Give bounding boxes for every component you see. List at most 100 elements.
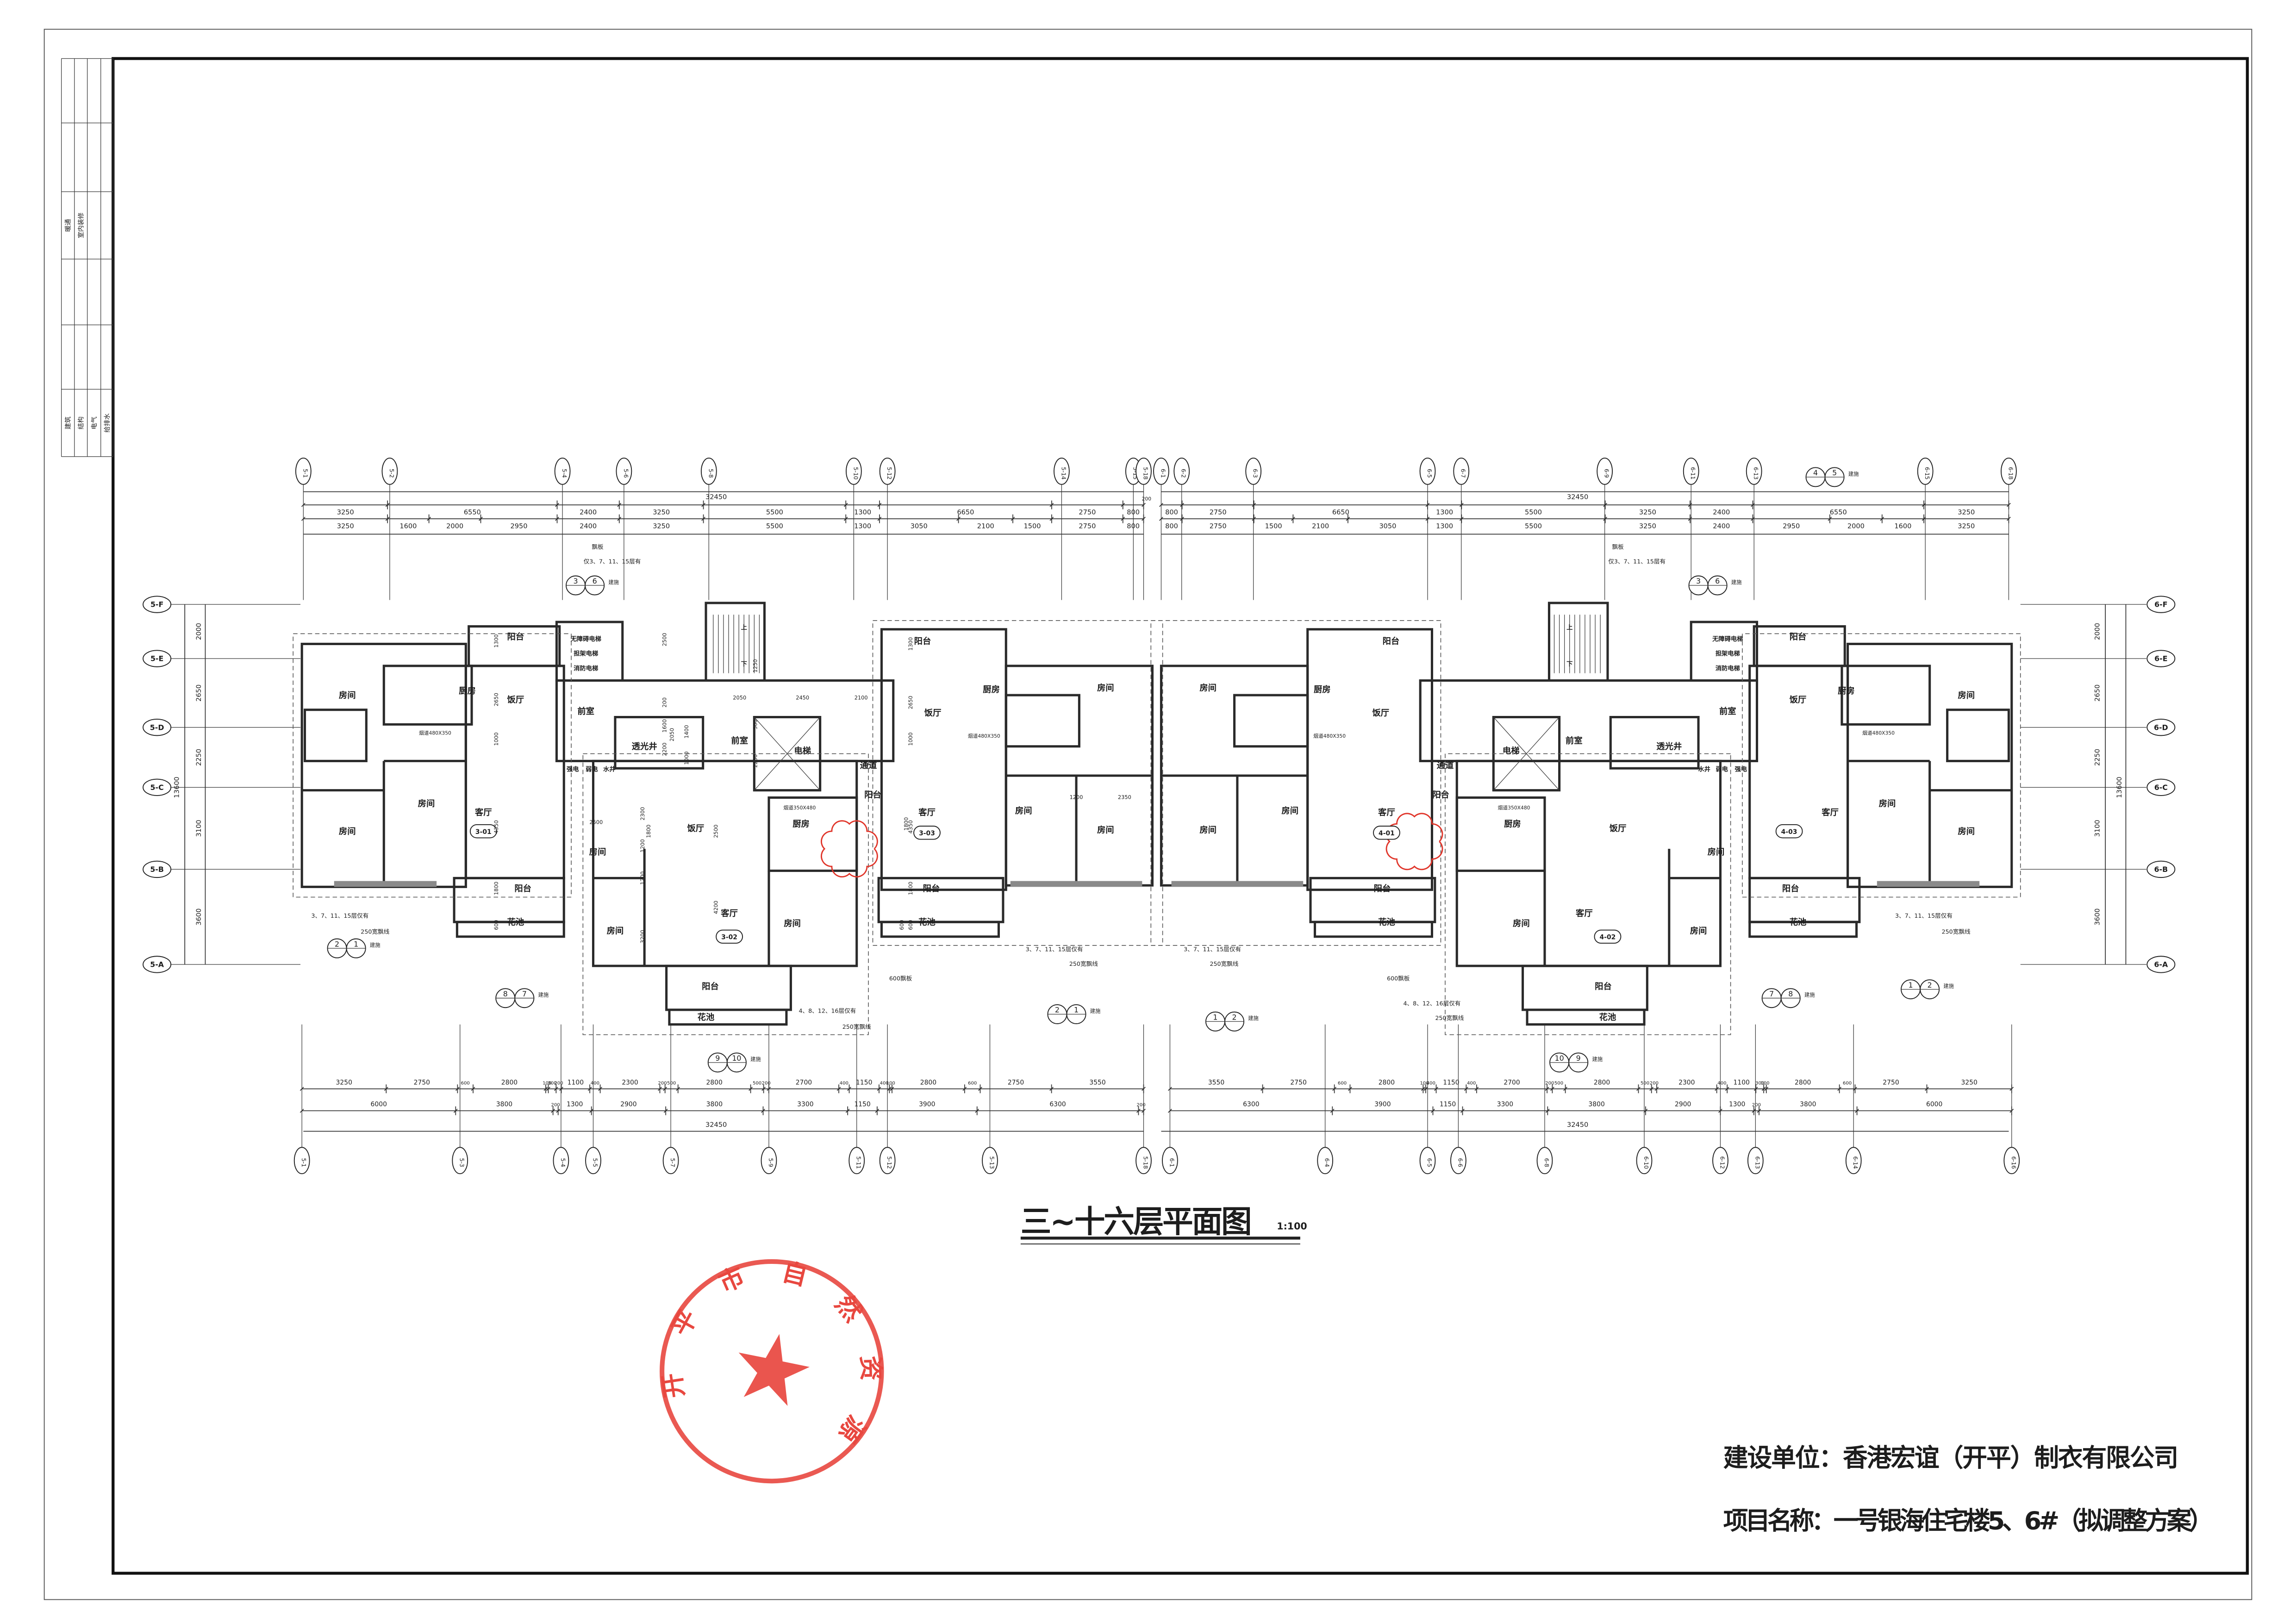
axis-label: 6-11 [1690, 467, 1696, 479]
axis-bubble [2146, 956, 2176, 973]
dimension-value: 3250 [337, 523, 354, 530]
dimension-value: 800 [1127, 509, 1140, 516]
axis-bubble [1453, 457, 1470, 485]
unit-3-02-wall [1455, 759, 1722, 967]
dimension-value: 2750 [414, 1079, 430, 1086]
unit-number: 3-02 [721, 934, 737, 941]
elevator-cross [754, 717, 821, 791]
dimension-value: 3250 [1639, 509, 1656, 516]
axis-bubble [1245, 457, 1262, 485]
dimension-value: 3100 [2094, 820, 2102, 837]
room-dimension: 500 [752, 719, 759, 729]
callout-reference: 建施 [608, 579, 619, 585]
dimension-value: 6300 [1243, 1101, 1259, 1108]
axis-label: 6-8 [1543, 1158, 1550, 1167]
axis-bubble [1536, 1147, 1553, 1175]
kitchen-wall [1233, 694, 1309, 748]
axis-bubble [1450, 1147, 1466, 1175]
axis-bubble [761, 1147, 777, 1175]
axis-bubble [143, 956, 172, 973]
axis-bubble [1746, 457, 1762, 485]
floor-note: 仅3、7、11、15层有 [584, 558, 641, 565]
discipline-sign-table: 建筑结构电气给排水暖通室内装修 [61, 58, 113, 457]
axis-bubble [2146, 719, 2176, 736]
floor-note: 3、7、11、15层仅有 [311, 912, 368, 919]
drawing-title: 三~十六层平面图 1:100 [1021, 1204, 1307, 1244]
room-dimension: 600 [907, 920, 914, 930]
seal-ring [660, 1259, 884, 1484]
room-label: 饭厅 [1609, 823, 1627, 833]
room-label: 前室 [577, 706, 594, 716]
room-label: 水井 [603, 765, 616, 773]
slab-outline [1445, 753, 1731, 1035]
room-label: 厨房 [983, 684, 1000, 695]
room-label: 透光井 [1656, 741, 1682, 752]
flue-label: 烟道480X350 [1862, 730, 1895, 736]
callout-reference: 建施 [1943, 983, 1954, 989]
unit-tag [1594, 929, 1622, 944]
axis-bubble [295, 457, 312, 485]
room-label: 消防电梯 [1716, 664, 1740, 672]
room-dimension: 1400 [683, 725, 690, 739]
total-dimension-value: 32450 [705, 493, 727, 501]
unit-number: 3-01 [475, 828, 492, 836]
balcony-wall [1522, 964, 1648, 1011]
drawing-frame [112, 57, 2249, 1575]
room-label: 阳台 [514, 883, 531, 894]
room-label: 花池 [1599, 1012, 1616, 1022]
dimension-value: 400 [1717, 1081, 1726, 1086]
room-dimension: 2100 [855, 695, 868, 701]
callout-number: 1 [354, 939, 358, 948]
axis-label: 5-13 [988, 1157, 995, 1169]
axis-bubble [982, 1147, 998, 1175]
dimension-value: 200 [551, 1103, 560, 1108]
flue-label: 烟道350X480 [1498, 805, 1530, 811]
dimension-value: 400 [1427, 1081, 1435, 1086]
axis-bubble [2146, 860, 2176, 878]
room-label: 饭厅 [924, 708, 942, 718]
floor-note: 飘板 [592, 543, 604, 550]
room-dimension: 1000 [907, 732, 914, 746]
dimension-value: 1100 [568, 1079, 584, 1086]
room-label: 饭厅 [507, 695, 524, 705]
room-label: 担架电梯 [574, 650, 598, 658]
axis-label: 6-12 [1719, 1157, 1725, 1169]
dimension-value: 200 [658, 1081, 667, 1086]
room-dimension: 1800 [493, 882, 499, 895]
flue-label: 烟道480X350 [419, 730, 451, 736]
dimension-value: 2750 [1883, 1079, 1899, 1086]
dimension-tick [1168, 1087, 1172, 1091]
stairwell-wall [1547, 602, 1609, 682]
axis-label: 6-14 [1852, 1157, 1859, 1169]
room-label: 房间 [1879, 798, 1896, 808]
axis-bubble [2146, 596, 2176, 613]
room-dimension: 200 [661, 697, 668, 708]
floor-note: 4、8、12、16层仅有 [799, 1007, 856, 1014]
room-dimension: 2350 [1118, 794, 1131, 801]
dimension-value: 1150 [854, 1101, 870, 1108]
callout-number: 3 [574, 577, 578, 585]
kitchen-wall [1004, 694, 1080, 748]
callout-number: 8 [1788, 989, 1793, 998]
room-label: 厨房 [792, 819, 810, 829]
dimension-value: 2100 [1312, 523, 1329, 530]
dimension-value: 200 [762, 1081, 771, 1086]
room-dimension: 1800 [907, 882, 914, 895]
dimension-value: 3250 [1958, 509, 1975, 516]
room-label: 客厅 [918, 807, 936, 817]
room-label: 阳台 [702, 982, 719, 992]
dimension-value: 3800 [1800, 1101, 1816, 1108]
axis-bubble [1747, 1147, 1764, 1175]
room-label: 弱电 [586, 765, 598, 773]
axis-bubble [2146, 778, 2176, 796]
room-label: 阳台 [1432, 790, 1449, 800]
dimension-value: 400 [1467, 1081, 1476, 1086]
unit-number: 4-02 [1600, 934, 1616, 941]
room-label: 房间 [1708, 847, 1725, 857]
